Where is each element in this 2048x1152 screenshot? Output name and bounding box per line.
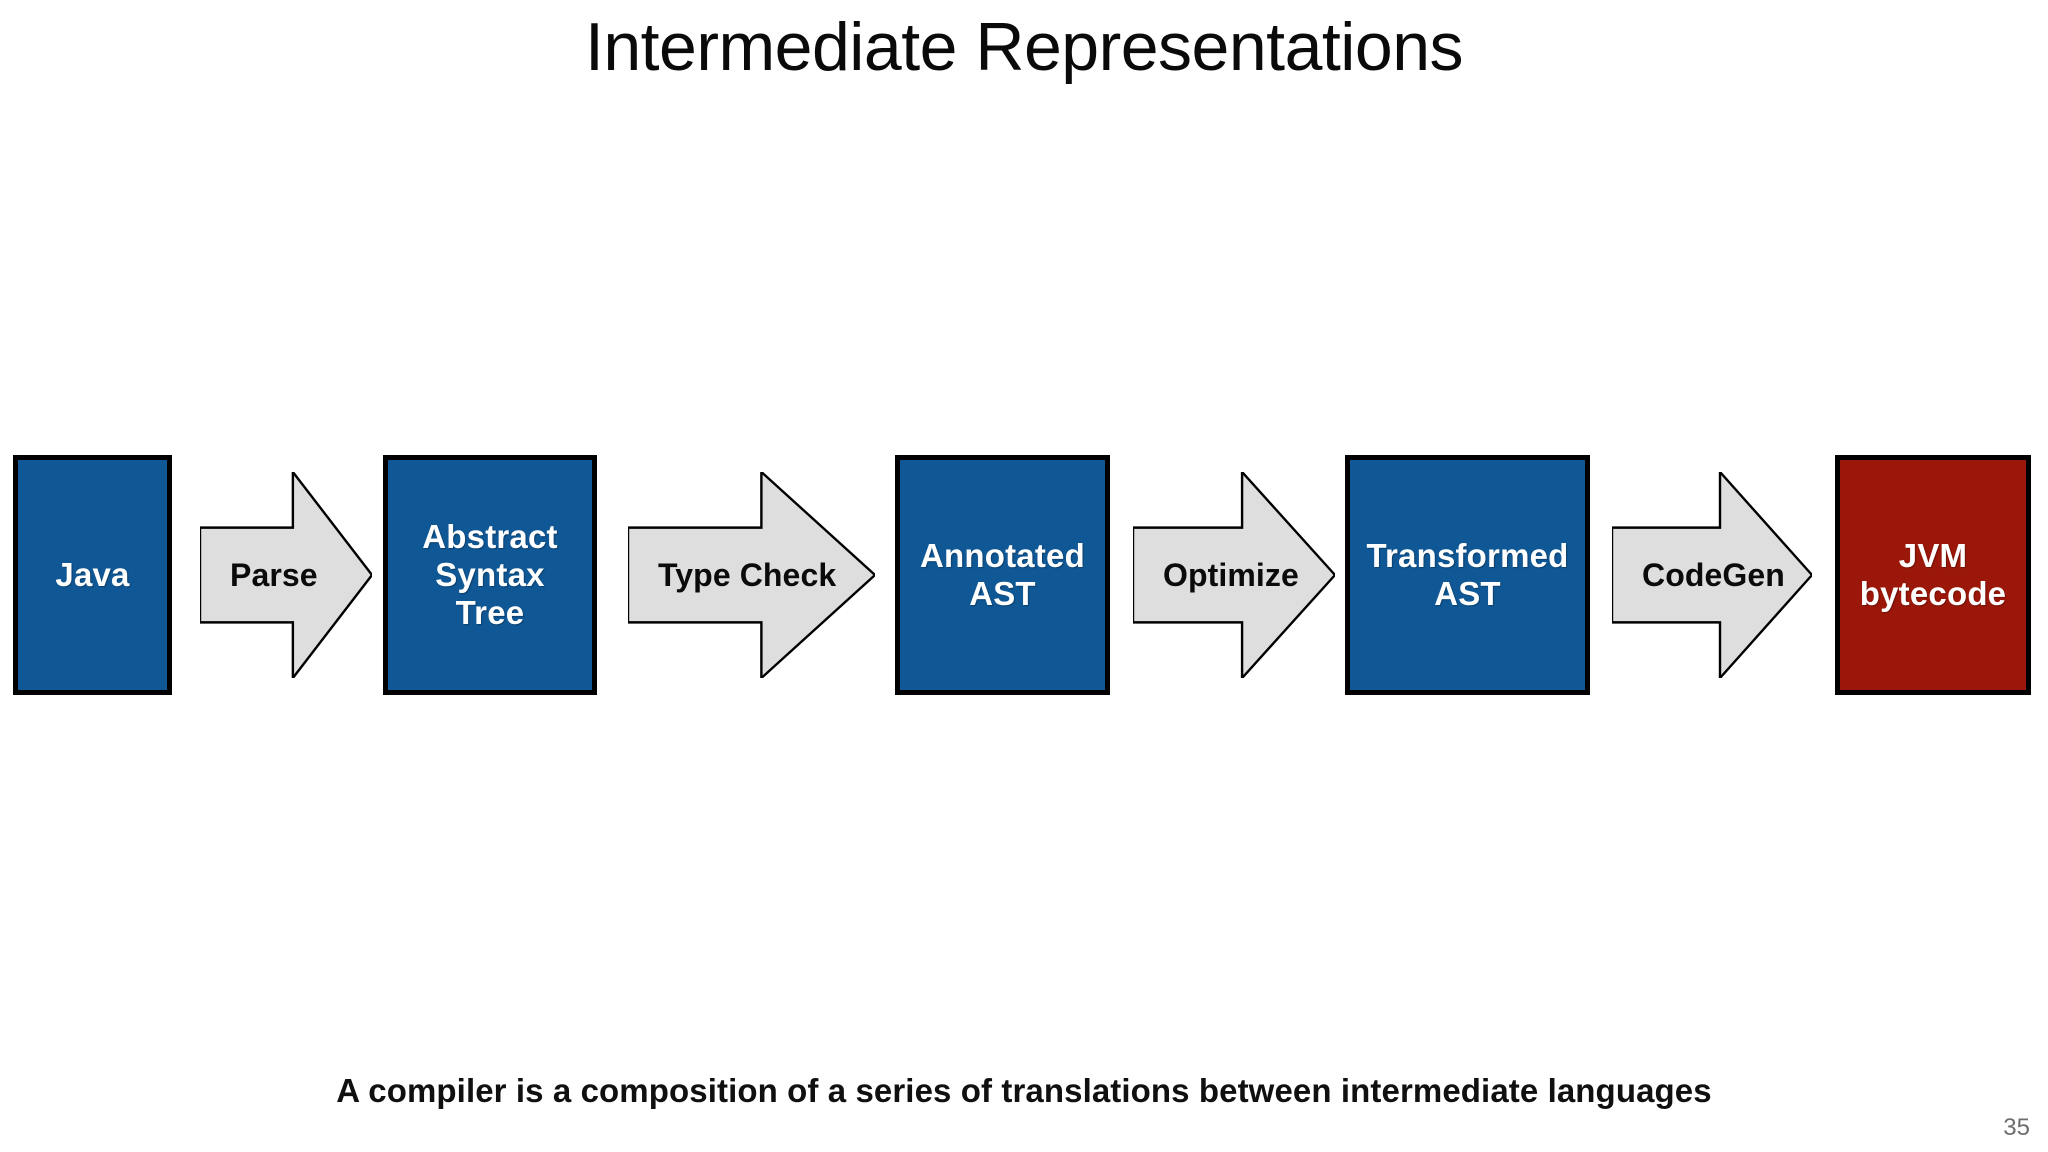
pipeline-stage-label: Abstract Syntax Tree [422,517,558,632]
pipeline-arrow-optimize: Optimize [1133,472,1335,678]
pipeline-stage-java: Java [13,455,172,695]
slide-caption: A compiler is a composition of a series … [336,1072,1712,1109]
page-number: 35 [2003,1114,2030,1141]
arrow-right-icon [200,472,372,678]
pipeline-stage-label: Transformed AST [1366,536,1569,612]
page-title: Intermediate Representations [584,9,1464,85]
pipeline-stage-label: JVM bytecode [1859,536,2007,612]
compiler-pipeline-diagram: Java Abstract Syntax Tree Annotated AST Tra… [0,440,2048,710]
pipeline-arrow-codegen: CodeGen [1612,472,1812,678]
pipeline-arrow-parse: Parse [200,472,372,678]
pipeline-stage-label: Java [55,555,130,593]
arrow-right-icon [1612,472,1812,678]
pipeline-stage-annotated-ast: Annotated AST [895,455,1110,695]
arrow-right-icon [628,472,875,678]
pipeline-stage-abstract-syntax-tree: Abstract Syntax Tree [383,455,597,695]
pipeline-arrow-type-check: Type Check [628,472,875,678]
pipeline-stage-label: Annotated AST [920,536,1085,612]
arrow-right-icon [1133,472,1335,678]
pipeline-stage-jvm-bytecode: JVM bytecode [1835,455,2031,695]
pipeline-stage-transformed-ast: Transformed AST [1345,455,1590,695]
